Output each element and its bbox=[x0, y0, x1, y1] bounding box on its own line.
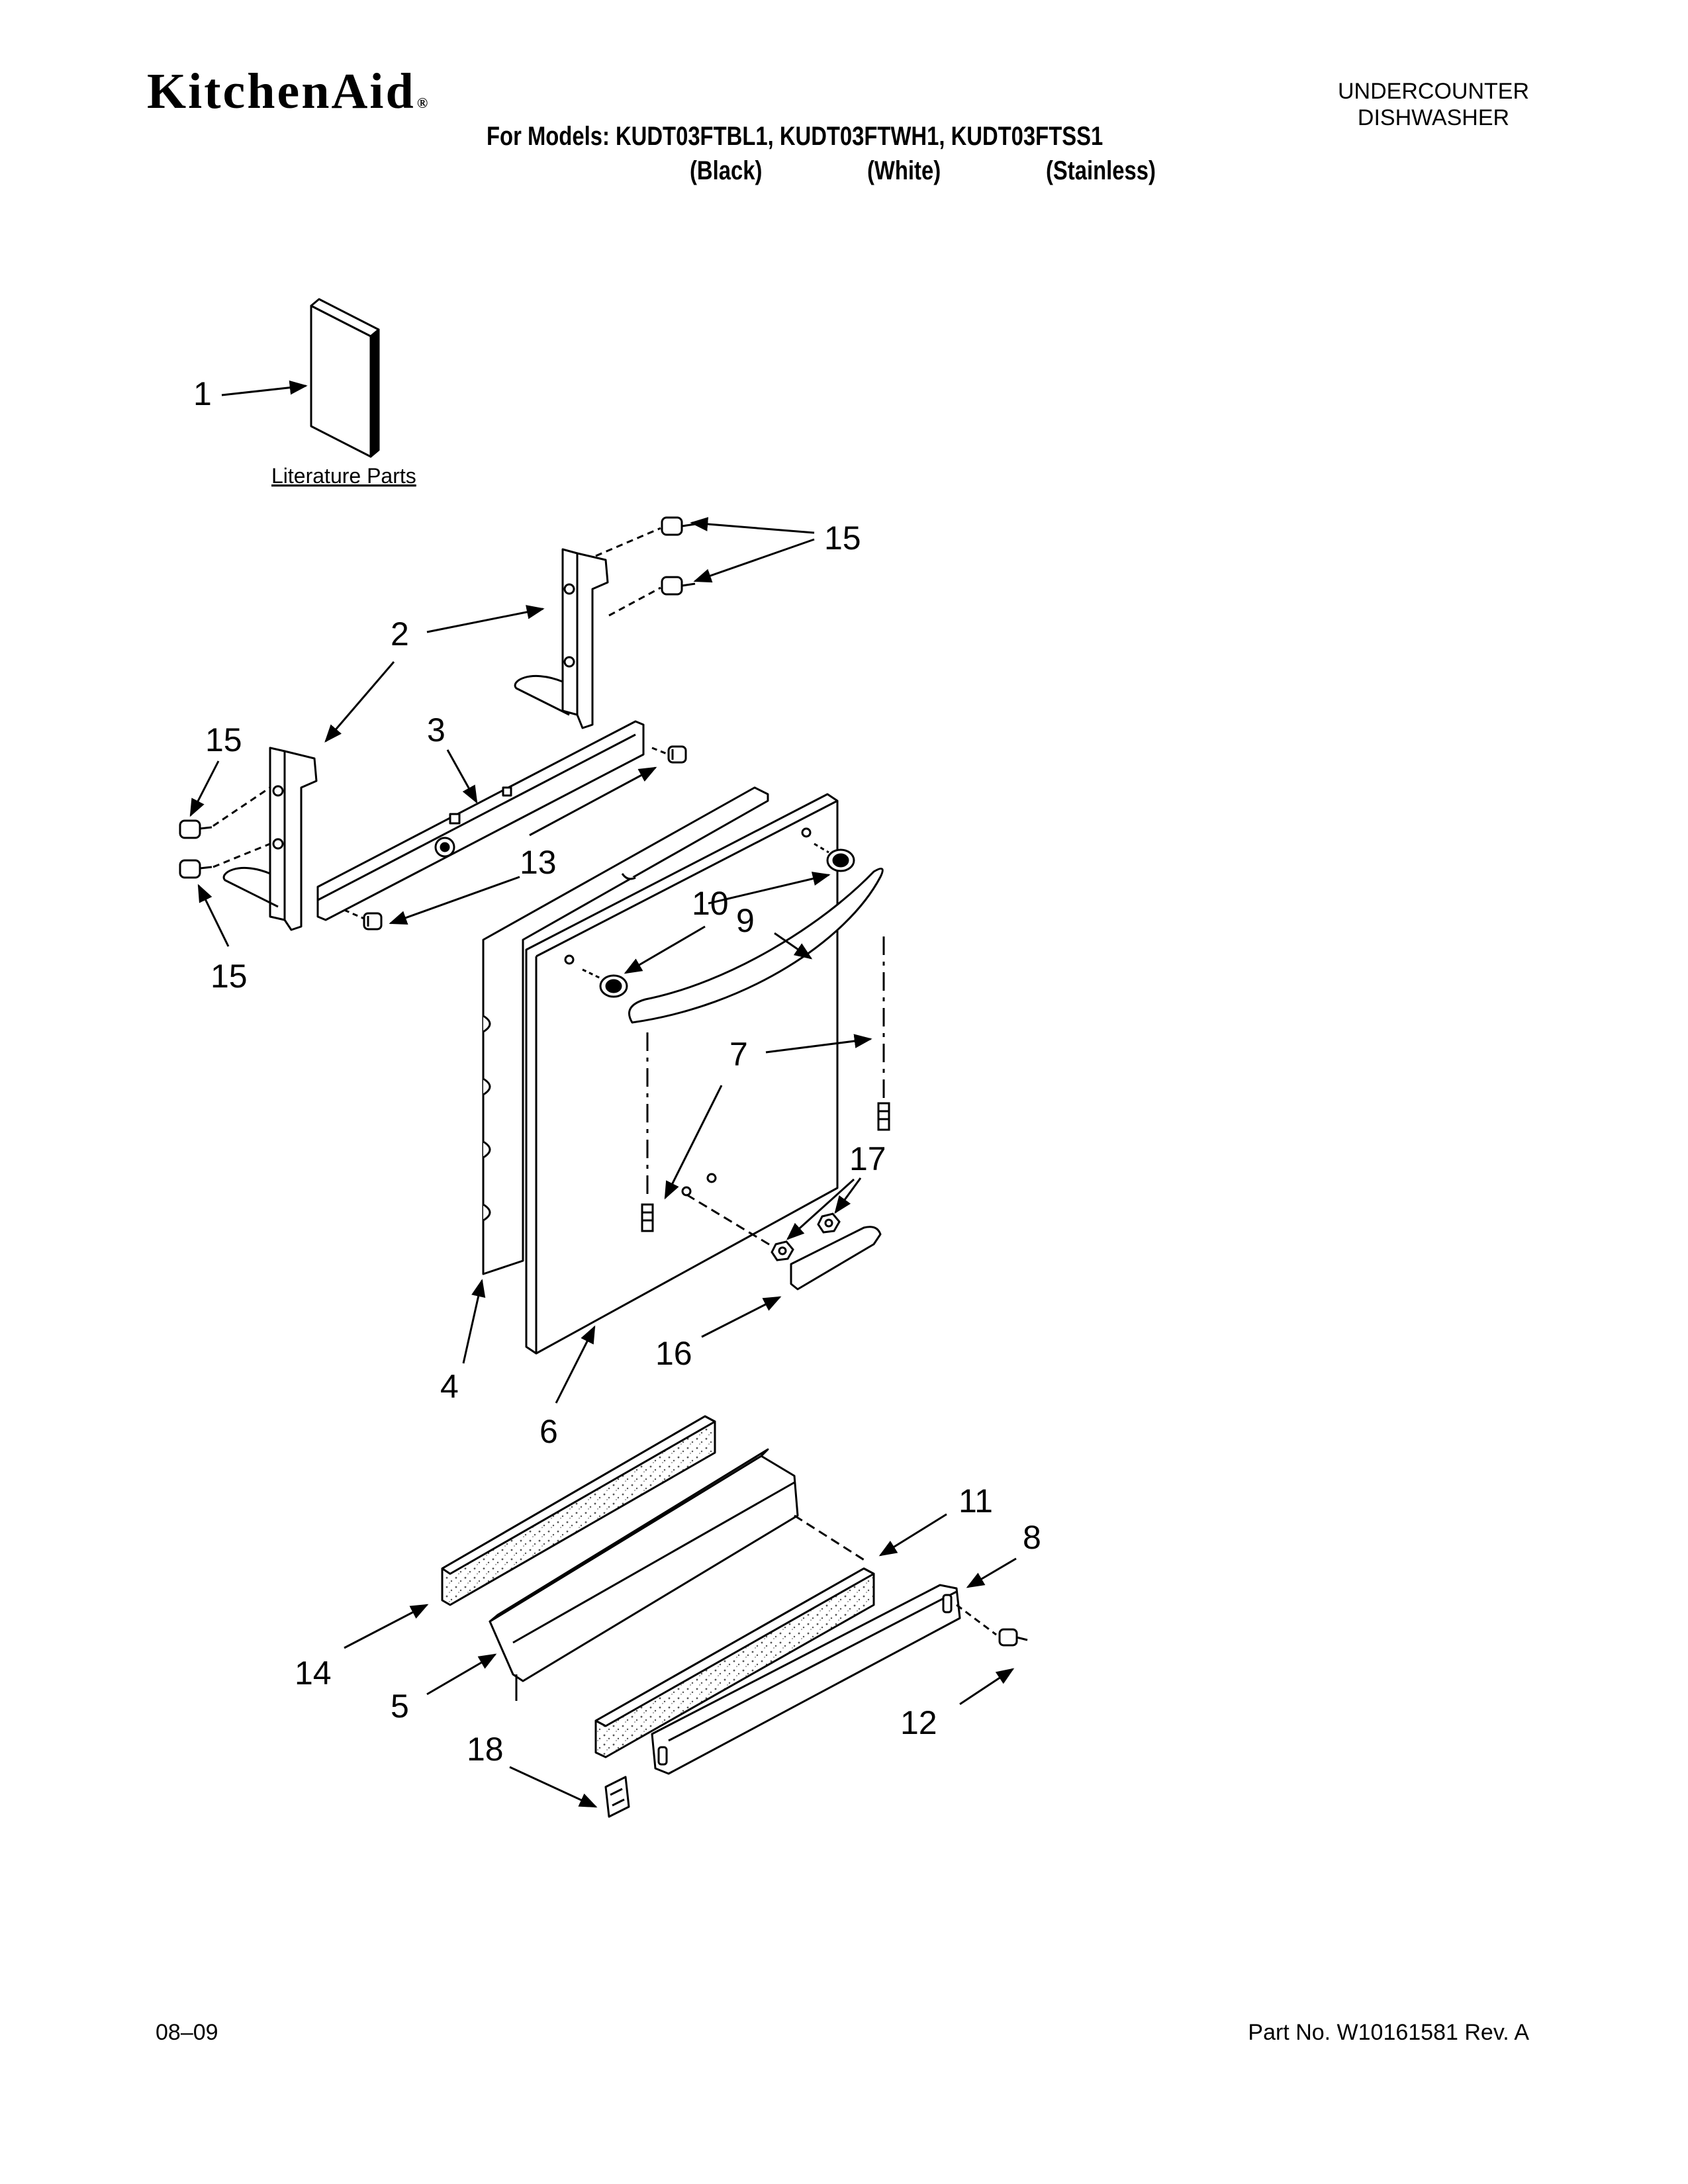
callout-9: 9 bbox=[736, 902, 755, 939]
callout-15-left-lower: 15 bbox=[211, 958, 248, 995]
outer-door-panel bbox=[525, 793, 839, 1355]
color-stainless: (Stainless) bbox=[1046, 156, 1156, 185]
literature-parts-label: Literature Parts bbox=[271, 464, 416, 488]
kick-plate-screw bbox=[956, 1604, 1028, 1647]
toe-kick-insulation-upper bbox=[441, 1415, 716, 1606]
callout-3: 3 bbox=[427, 711, 445, 749]
inner-door-panel bbox=[482, 786, 769, 1275]
callout-11: 11 bbox=[959, 1482, 993, 1520]
support-rail bbox=[316, 720, 645, 921]
category-line-1: UNDERCOUNTER bbox=[1338, 79, 1529, 104]
callout-7: 7 bbox=[729, 1036, 748, 1073]
callout-17: 17 bbox=[849, 1140, 886, 1177]
callout-8: 8 bbox=[1023, 1519, 1041, 1556]
hinge-screws-left bbox=[179, 786, 271, 879]
revision-date: 08–09 bbox=[156, 2020, 218, 2045]
part-number: Part No. W10161581 Rev. A bbox=[1248, 2020, 1529, 2045]
brand-logo: KitchenAid® bbox=[147, 66, 430, 116]
callout-2: 2 bbox=[391, 615, 409, 653]
hinge-screws-top bbox=[595, 516, 696, 617]
product-category: UNDERCOUNTER DISHWASHER bbox=[1338, 78, 1529, 131]
brand-name: KitchenAid bbox=[147, 64, 416, 119]
callout-6: 6 bbox=[539, 1413, 558, 1450]
door-handle bbox=[628, 868, 884, 1024]
models-line: For Models: KUDT03FTBL1, KUDT03FTWH1, KU… bbox=[487, 122, 1103, 151]
literature-booklet bbox=[310, 298, 380, 458]
handle-standoffs bbox=[582, 842, 855, 998]
callout-4: 4 bbox=[440, 1368, 459, 1405]
callout-10: 10 bbox=[692, 885, 729, 922]
rail-screw-right bbox=[651, 745, 687, 764]
toe-kick-insulation-lower bbox=[594, 1514, 875, 1758]
registered-mark: ® bbox=[416, 95, 430, 111]
trim-nuts bbox=[686, 1193, 841, 1261]
color-white: (White) bbox=[867, 156, 941, 185]
callout-15-left-upper: 15 bbox=[205, 721, 242, 758]
category-line-2: DISHWASHER bbox=[1357, 105, 1510, 130]
callout-14: 14 bbox=[295, 1655, 332, 1692]
callout-13: 13 bbox=[520, 844, 557, 881]
kick-plate bbox=[651, 1584, 961, 1775]
callout-15-top: 15 bbox=[824, 520, 861, 557]
callout-16: 16 bbox=[655, 1335, 692, 1372]
hinge-bracket-left bbox=[222, 747, 318, 931]
callout-18: 18 bbox=[467, 1731, 504, 1768]
kick-plate-clip bbox=[604, 1776, 630, 1818]
trim-plate bbox=[790, 1226, 882, 1291]
callout-1: 1 bbox=[193, 375, 212, 412]
toe-kick-panel bbox=[489, 1448, 799, 1701]
rail-screw-left bbox=[344, 909, 383, 931]
handle-studs bbox=[641, 936, 890, 1232]
callout-12: 12 bbox=[900, 1704, 937, 1741]
callout-5: 5 bbox=[391, 1688, 409, 1725]
hinge-bracket-right bbox=[514, 548, 609, 729]
color-black: (Black) bbox=[690, 156, 763, 185]
